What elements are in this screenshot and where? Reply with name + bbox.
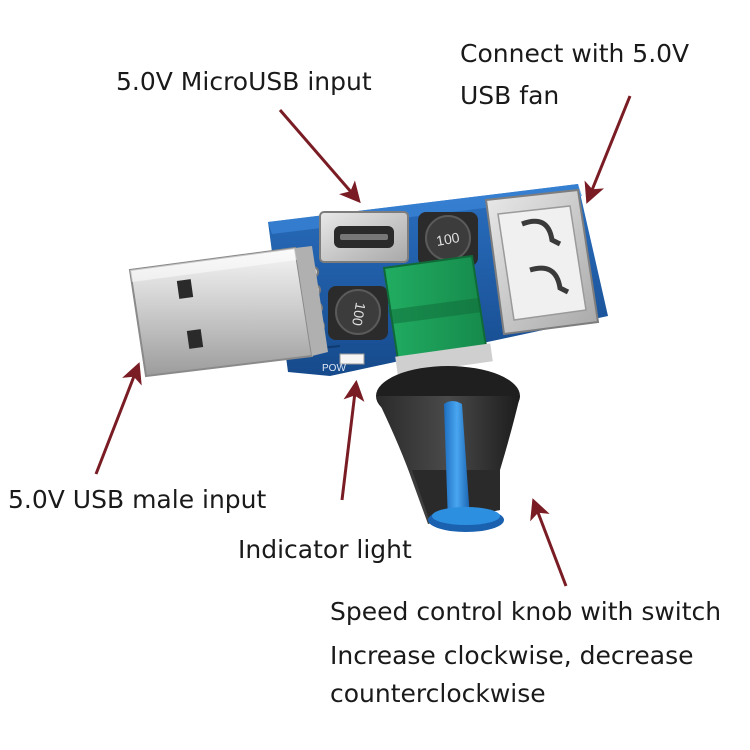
usb-male-plug [128,246,328,378]
label-microusb-input: 5.0V MicroUSB input [116,67,372,96]
label-knob-line1: Speed control knob with switch [330,597,722,626]
microusb-port [319,211,409,263]
arrow-usb-male [94,362,142,475]
usb-female-port [484,188,600,336]
label-usb-fan-line2: USB fan [460,81,560,110]
label-knob-line3: counterclockwise [330,679,546,708]
inductor-bottom: 100 [328,286,388,340]
label-usb-fan-line1: Connect with 5.0V [460,39,690,68]
inductor-top: 100 [418,212,478,266]
arrow-microusb [278,109,361,204]
arrow-usb-fan [584,95,632,204]
inductor-code-bottom: 100 [349,301,369,327]
potentiometer [382,254,493,375]
speed-knob [376,366,520,532]
label-knob-line2: Increase clockwise, decrease [330,641,694,670]
indicator-led: POW [322,353,365,374]
pointer-arrows [94,95,632,587]
arrow-indicator [340,379,365,501]
label-usb-male-input: 5.0V USB male input [8,485,267,514]
silkscreen-pow: POW [322,363,346,374]
label-indicator-light: Indicator light [238,535,412,564]
inductor-code-top: 100 [435,229,461,249]
arrow-knob [530,498,568,587]
